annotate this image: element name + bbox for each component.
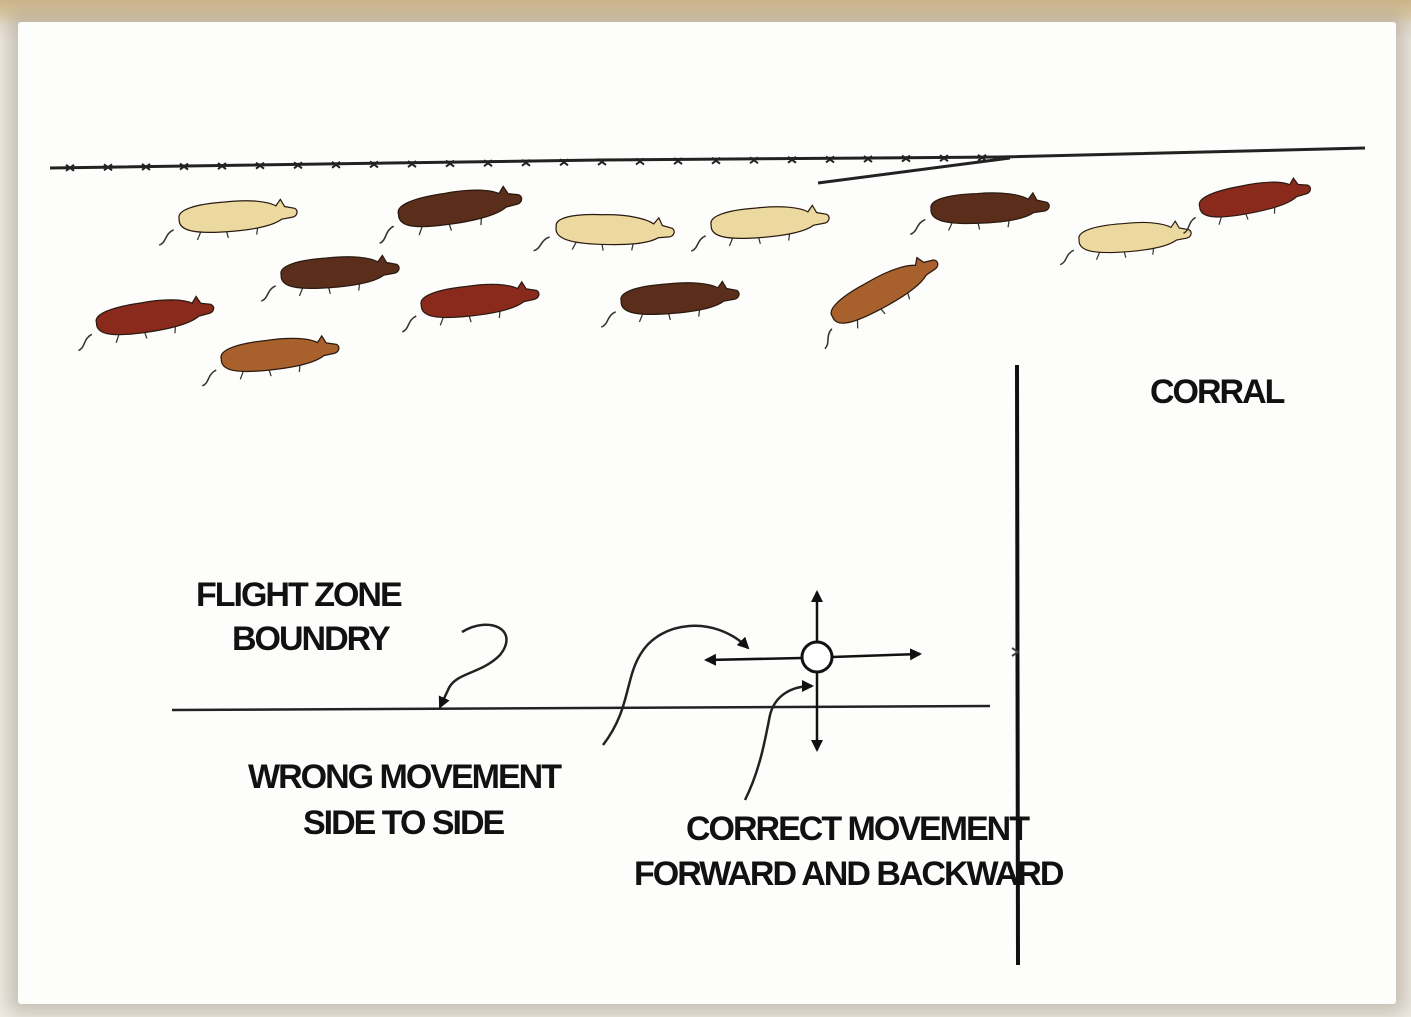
cow-figure [824, 256, 939, 350]
cow-figure [1183, 176, 1312, 235]
correct-movement-label-line1: CORRECT MOVEMENT [686, 810, 1030, 848]
corral-label: CORRAL [1150, 373, 1285, 411]
paper-sheet [18, 22, 1396, 1004]
wrong-movement-pointer [602, 624, 750, 746]
handler-position [704, 590, 922, 752]
cow-figure [78, 295, 215, 352]
wrong-movement-label-line1: WRONG MOVEMENT [248, 758, 562, 796]
fence-line [49, 146, 1366, 185]
cow-figure [690, 204, 830, 252]
fence-gap-mark [1011, 647, 1020, 657]
arrow-right [831, 648, 922, 661]
handler-circle [800, 640, 834, 674]
cow-figure [909, 191, 1050, 236]
cow-figure [379, 185, 523, 245]
cow-figure [201, 334, 340, 387]
correct-movement-pointer [743, 680, 814, 801]
correct-movement-label-line2: FORWARD AND BACKWARD [634, 855, 1064, 893]
cow-figure [260, 254, 400, 302]
flight-zone-pointer [438, 623, 508, 709]
flight-zone-boundary-line [171, 704, 991, 712]
cow-figure [1059, 220, 1192, 266]
cow-figure [600, 280, 740, 328]
cow-figure [158, 198, 298, 246]
corral-fence-line [1015, 364, 1020, 966]
wrong-movement-label-line2: SIDE TO SIDE [303, 804, 505, 842]
cow-figure [533, 213, 675, 252]
cow-figure [401, 280, 540, 333]
cattle-herd [78, 176, 1312, 387]
flight-zone-label-line1: FLIGHT ZONE [196, 576, 403, 614]
flight-zone-label-line2: BOUNDRY [232, 620, 391, 658]
arrow-left [704, 653, 803, 666]
